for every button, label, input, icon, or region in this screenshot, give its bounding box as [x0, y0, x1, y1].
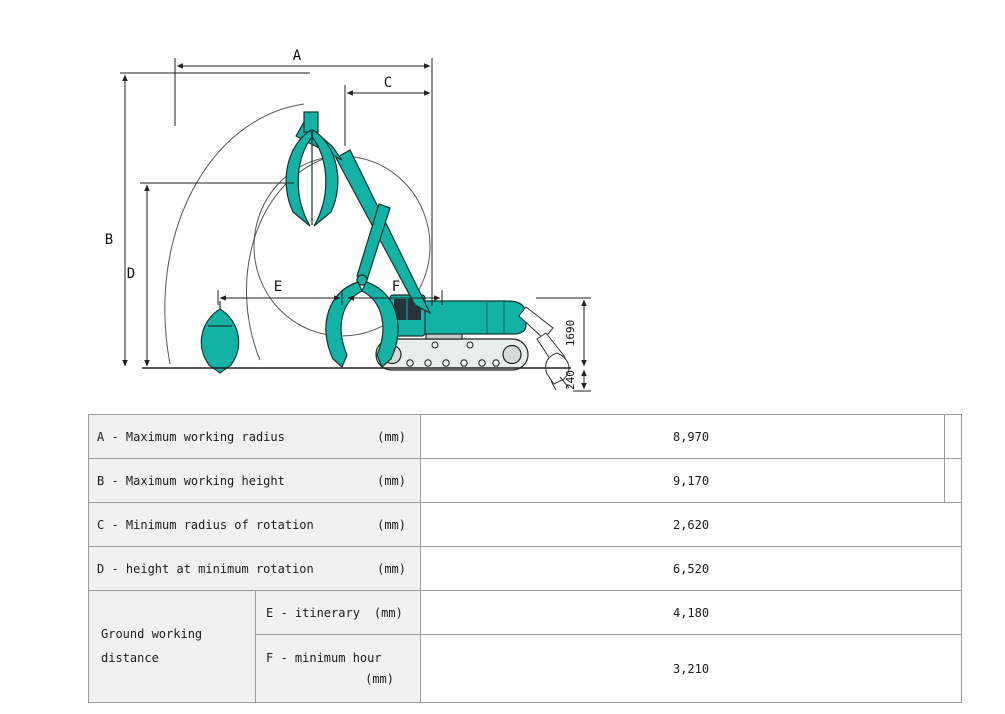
- row-c-value: 2,620: [421, 503, 961, 547]
- row-f-value: 3,210: [421, 635, 961, 702]
- row-c-unit: (mm): [377, 517, 406, 532]
- row-c-label: C - Minimum radius of rotation: [97, 517, 314, 532]
- folded-attachment: [518, 306, 570, 391]
- row-b-label: B - Maximum working height: [97, 473, 285, 488]
- row-d-label: D - height at minimum rotation: [97, 561, 314, 576]
- row-b-label-cell: B - Maximum working height (mm): [89, 459, 421, 503]
- label-1690: 1690: [564, 320, 577, 347]
- row-f-label: F - minimum hour: [266, 651, 382, 665]
- grapple-mid: [325, 203, 399, 369]
- row-a-label-cell: A - Maximum working radius (mm): [89, 415, 421, 459]
- row-c-label-cell: C - Minimum radius of rotation (mm): [89, 503, 421, 547]
- working-range-table: A - Maximum working radius (mm) 8,970 B …: [88, 414, 962, 703]
- working-range-diagram: A C B D E F 1690 240: [90, 8, 600, 408]
- label-f: F: [392, 279, 400, 295]
- machine-teal-parts: [200, 111, 527, 374]
- row-a-value: 8,970: [421, 415, 961, 459]
- table-right-notch: [944, 415, 945, 503]
- row-a-label: A - Maximum working radius: [97, 429, 285, 444]
- group-label: Ground working distance: [101, 627, 203, 665]
- row-f-unit: (mm): [365, 672, 394, 686]
- row-e-label: E - itinerary: [266, 605, 360, 620]
- row-b-unit: (mm): [377, 473, 406, 488]
- label-a: A: [293, 48, 302, 64]
- row-d-label-cell: D - height at minimum rotation (mm): [89, 547, 421, 591]
- group-label-cell: Ground working distance: [89, 591, 256, 702]
- row-e-unit: (mm): [373, 605, 403, 620]
- row-f-label-cell: F - minimum hour (mm): [256, 635, 421, 702]
- label-c: C: [384, 75, 392, 91]
- grapple-ground: [200, 301, 240, 374]
- label-b: B: [105, 232, 113, 248]
- row-d-unit: (mm): [377, 561, 406, 576]
- row-b-value: 9,170: [421, 459, 961, 503]
- label-d: D: [127, 266, 135, 282]
- dimension-lines: [120, 58, 591, 392]
- row-e-value: 4,180: [421, 591, 961, 635]
- row-e-label-cell: E - itinerary (mm): [256, 591, 421, 635]
- grapple-raised: [285, 111, 339, 227]
- label-e: E: [274, 279, 282, 295]
- row-d-value: 6,520: [421, 547, 961, 591]
- excavator-drawing: [200, 111, 570, 391]
- crawler-tracks: [375, 338, 529, 371]
- label-240: 240: [564, 370, 577, 390]
- upper-body: [421, 300, 527, 335]
- dimension-labels: A C B D E F 1690 240: [105, 48, 577, 390]
- row-a-unit: (mm): [377, 429, 406, 444]
